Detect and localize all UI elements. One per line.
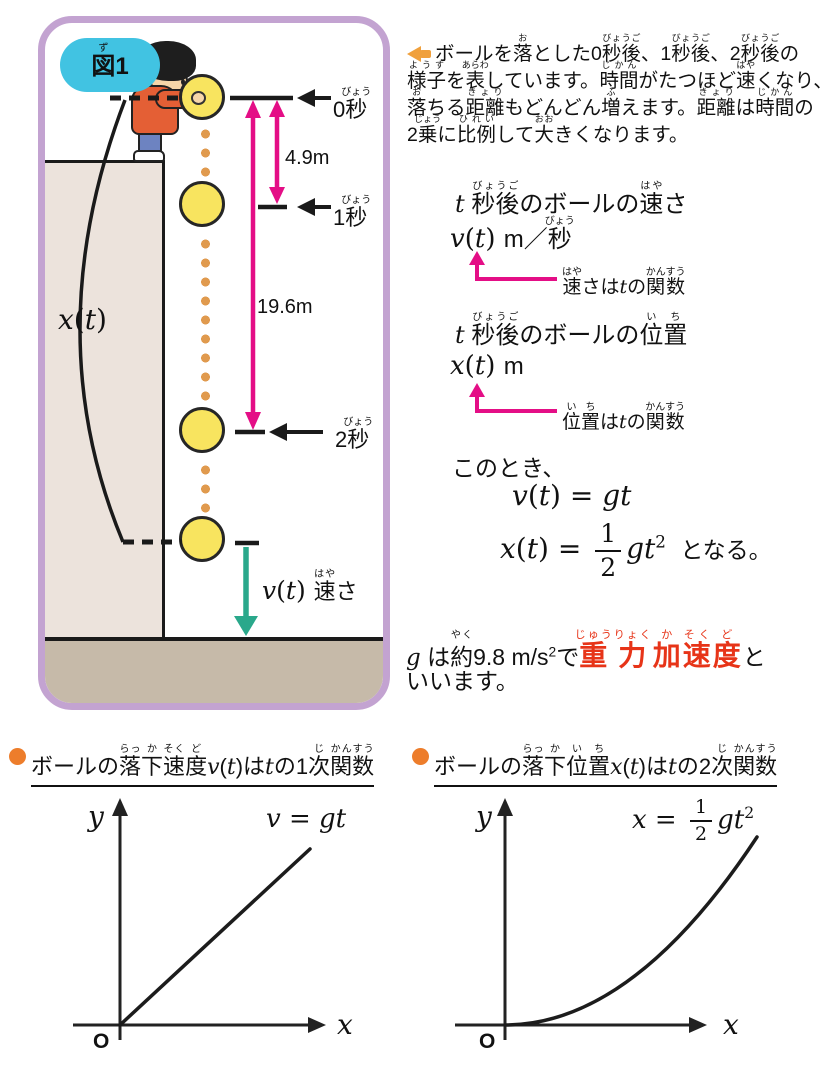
gravity-line-2: いいます。 (406, 668, 519, 694)
pink-arrow-bar-speed (475, 277, 557, 281)
black-arrow-0s (297, 89, 331, 107)
figure-badge: 図ず1 (60, 38, 160, 92)
label-distance-4-9m: 4.9m (285, 147, 330, 169)
velocity-arrow (234, 547, 258, 636)
y-axis-arrowhead (497, 798, 513, 816)
equations-lead: このとき、 (452, 455, 566, 481)
intro-paragraph: ボールを落おとした0秒後びょうご、1秒後びょうご、2秒後びょうごの 様子ようすを… (407, 33, 839, 146)
left-graph-formula: v = gt (266, 804, 347, 834)
pink-arrow-bar-position (475, 409, 557, 413)
equation-v: v(t) = gt (512, 479, 632, 512)
left-graph-origin: O (93, 1030, 110, 1053)
left-graph-y-label: y (88, 800, 104, 833)
gravity-line-1: g は約やく9.8 m/s2で重力じゅうりょく加か速そく度どと (406, 629, 766, 671)
pink-arrow-stem-speed (475, 264, 479, 281)
right-graph-header: ボールの落らっ下か位い置ちx(t)はtの2次じ関数かんすう (434, 744, 778, 787)
speed-section-title: t 秒後びょうごのボールの速はやさ (455, 181, 688, 218)
linear-curve (118, 847, 312, 1027)
y-axis-arrowhead (112, 798, 128, 816)
intro-line-3: 落おちる距離きょりもどんどん増ふえます。距離きょりは時間じかんの (407, 87, 814, 119)
speed-formula: v(t) m／秒びょう (450, 216, 575, 254)
orange-left-arrow-icon (407, 46, 432, 62)
label-x-of-t: x(t) (58, 303, 107, 336)
pink-arrow-head-position (469, 383, 485, 397)
x-axis-arrowhead (308, 1017, 326, 1033)
right-graph-y-label: y (476, 800, 492, 833)
intro-line-2: 様子ようすを表あらわしています。時間じかんがたつほど速はやくなり、 (407, 60, 833, 92)
right-graph-origin: O (479, 1030, 496, 1053)
black-arrow-1s (297, 198, 331, 216)
orange-bullet-icon (9, 748, 26, 765)
ball-trail-dots (200, 127, 211, 179)
intro-line-4: 2乗じょうに比例ひれいして大おおきくなります。 (407, 114, 689, 146)
x-axis-arrowhead (689, 1017, 707, 1033)
left-graph-x-label: x (337, 1008, 353, 1041)
parabola-curve (503, 835, 759, 1027)
label-distance-19-6m: 19.6m (257, 296, 313, 318)
cliff-wall (45, 160, 165, 637)
label-0s: 0秒びょう (333, 87, 372, 122)
velocity-graph (73, 798, 326, 1040)
child-hand (191, 91, 206, 105)
pink-arrow-head-speed (469, 251, 485, 265)
ball-at-2s (179, 407, 225, 453)
ball-trail-dots (200, 237, 211, 403)
ball-trail-dots (200, 463, 211, 513)
black-arrow-2s (269, 423, 323, 441)
position-section-title: t 秒後びょうごのボールの位置いち (455, 312, 688, 349)
intro-text-1: ボールを落おとした0秒後びょうご、1秒後びょうご、2秒後びょうごの (435, 33, 800, 65)
right-graph-x-label: x (723, 1008, 739, 1041)
label-2s: 2秒びょう (335, 417, 374, 452)
intro-line-1: ボールを落おとした0秒後びょうご、1秒後びょうご、2秒後びょうごの (407, 33, 839, 65)
ball-at-1s (179, 181, 225, 227)
left-graph-header: ボールの落らっ下か速そく度どv(t)はtの1次じ関数かんすう (31, 744, 375, 787)
orange-bullet-icon (412, 748, 429, 765)
position-formula: x(t) m (450, 351, 524, 381)
pink-arrow-stem-position (475, 396, 479, 413)
label-1s: 1秒びょう (333, 195, 372, 230)
ball-falling (179, 516, 225, 562)
distance-arrow-4-9m (269, 100, 285, 204)
figure-panel: 図ず1 0秒びょう 1秒びょう 2秒びょう 4.9m 19.6m x(t) v(… (38, 16, 390, 710)
position-note: 位置いちはtの関数かんすう (562, 402, 686, 433)
distance-arrow-19-6m (245, 100, 261, 430)
position-graph (455, 798, 759, 1040)
child-shoe (133, 150, 165, 162)
ground (45, 637, 383, 703)
label-v-of-t-speed: v(t) 速はやさ (262, 569, 358, 605)
speed-note: 速はやさはtの関数かんすう (562, 267, 686, 298)
